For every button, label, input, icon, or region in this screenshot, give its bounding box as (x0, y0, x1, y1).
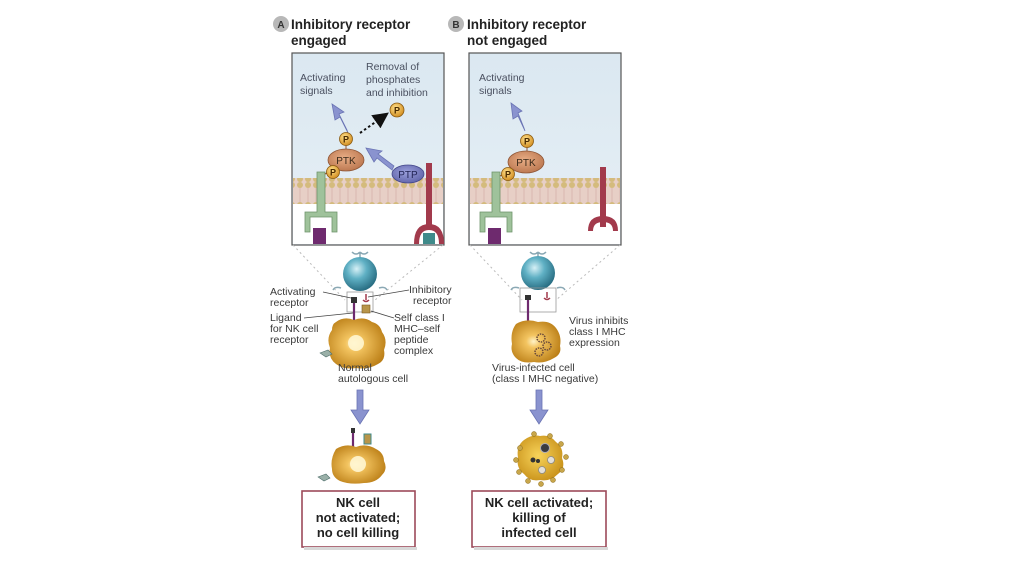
phosphate-receptor-label: P (330, 168, 336, 178)
outcome-a: NK cell not activated; no cell killing (301, 490, 417, 550)
outcome-b: NK cell activated; killing of infected c… (471, 490, 608, 550)
phosphate-receptor-icon (501, 167, 515, 181)
inhibitory-receptor-small-icon (543, 292, 551, 301)
mhc-label-line1: Self class I (394, 312, 445, 324)
apoptotic-cell-icon (517, 435, 564, 481)
normal-cell-label-line2: autologous cell (338, 373, 408, 385)
surviving-cell (317, 428, 386, 484)
activating-signal-arrow-icon (331, 103, 349, 134)
activating-signals-label-line1: Activating (479, 72, 525, 84)
inhibitory-receptor-fork-icon (588, 216, 618, 231)
nk-cell-a (332, 251, 388, 322)
contact-zoom-box (519, 287, 557, 313)
contact-zoom-box (346, 291, 374, 313)
panel-b-badge: B (452, 20, 459, 31)
ligand-label-line1: Ligand (270, 312, 302, 324)
activating-receptor-icon (304, 171, 338, 233)
panel-b-title-line1: Inhibitory receptor (467, 17, 587, 32)
mhc-label-line2: MHC–self (394, 323, 440, 335)
phosphate-ptk-icon (520, 134, 534, 148)
phosphate-ptk-label: P (524, 137, 530, 147)
panel-b-badge-icon (448, 16, 464, 32)
mhc-icon (423, 233, 435, 244)
inhibitory-receptor-icon (426, 163, 432, 229)
removal-label-line1: Removal of (366, 61, 419, 73)
ligand-label-line2: for NK cell (270, 323, 318, 335)
nk-cell-icon (343, 257, 377, 291)
ptk-label: PTK (516, 158, 536, 169)
inhibitory-receptor-small-icon (362, 294, 370, 303)
removal-label-line2: phosphates (366, 74, 420, 86)
phosphate-ptk-label: P (343, 135, 349, 145)
ptk-icon (507, 150, 545, 174)
outcome-b-line2: killing of (512, 510, 566, 525)
ligand-icon (488, 228, 501, 244)
activating-signals-label-line1: Activating (300, 72, 346, 84)
panel-a-header: A Inhibitory receptor engaged (273, 16, 411, 48)
ligand-icon (313, 228, 326, 244)
removal-label-line3: and inhibition (366, 87, 428, 99)
activating-signal-arrow-icon (510, 102, 526, 132)
zoom-line (469, 244, 523, 301)
infected-cell-label-line1: Virus-infected cell (492, 362, 575, 374)
virus-infected-cell-icon (511, 320, 561, 363)
ptp-inhibition-arrow-icon (365, 147, 395, 171)
panel-a-title-line1: Inhibitory receptor (291, 17, 411, 32)
activating-receptor-label-line2: receptor (270, 297, 309, 309)
killed-infected-cell (513, 431, 569, 487)
normal-cell-label-line1: Normal (338, 362, 372, 374)
outcome-a-line3: no cell killing (317, 525, 399, 540)
activating-signals-label-line2: signals (300, 85, 333, 97)
mhc-small-icon (361, 304, 371, 314)
inhibitory-receptor-icon (600, 167, 606, 227)
panel-b-header: B Inhibitory receptor not engaged (448, 16, 587, 48)
inhibitory-receptor-label-line2: receptor (413, 295, 452, 307)
outcome-a-line2: not activated; (316, 510, 401, 525)
panel-b: B Inhibitory receptor not engaged Activa… (448, 16, 628, 550)
activating-receptor-icon (479, 171, 513, 233)
panel-a-inset: Activating signals Removal of phosphates… (291, 52, 445, 246)
outcome-a-line1: NK cell (336, 495, 380, 510)
nk-cell-b (510, 251, 566, 322)
down-arrow-icon (350, 389, 370, 425)
mhc-label-line4: complex (394, 345, 434, 357)
activating-signals-label-line2: signals (479, 85, 512, 97)
outcome-a-box (301, 490, 416, 548)
panel-a-badge: A (277, 20, 284, 31)
ligand-label-line3: receptor (270, 334, 309, 346)
cell-membrane (293, 178, 443, 204)
inhibitory-receptor-fork-icon (414, 224, 444, 244)
outcome-b-line3: infected cell (501, 525, 576, 540)
phosphate-receptor-label: P (505, 170, 511, 180)
down-arrow-icon (529, 389, 549, 425)
activating-receptor-small-icon (351, 297, 357, 303)
outcome-b-line1: NK cell activated; (485, 495, 593, 510)
ptk-label: PTK (336, 156, 356, 167)
infected-cell-label-line2: (class I MHC negative) (492, 373, 598, 385)
phosphate-receptor-icon (326, 165, 340, 179)
ptp-label: PTP (398, 170, 418, 181)
ptp-icon (391, 164, 425, 184)
panel-a: A Inhibitory receptor engaged Activating… (270, 16, 452, 550)
virus-label-line2: class I MHC (569, 326, 626, 338)
nk-cell-icon (521, 256, 555, 290)
panel-a-badge-icon (273, 16, 289, 32)
virus-label-line1: Virus inhibits (569, 315, 628, 327)
panel-b-inset: Activating signals PTK P P (468, 52, 622, 246)
inhibitory-receptor-label-line1: Inhibitory (409, 284, 452, 296)
panel-b-title-line2: not engaged (467, 33, 547, 48)
phosphate-ptk-icon (339, 132, 353, 146)
panel-a-title-line2: engaged (291, 33, 347, 48)
activating-receptor-label-line1: Activating (270, 286, 316, 298)
zoom-line (555, 244, 621, 301)
virus-label-line3: expression (569, 337, 620, 349)
virus-particles-icon (534, 333, 552, 357)
removed-phosphate-label: P (394, 106, 400, 116)
outcome-b-box (471, 490, 607, 548)
activating-receptor-small-icon (525, 295, 531, 300)
mhc-label-line3: peptide (394, 334, 429, 346)
removed-phosphate-icon (389, 102, 405, 118)
